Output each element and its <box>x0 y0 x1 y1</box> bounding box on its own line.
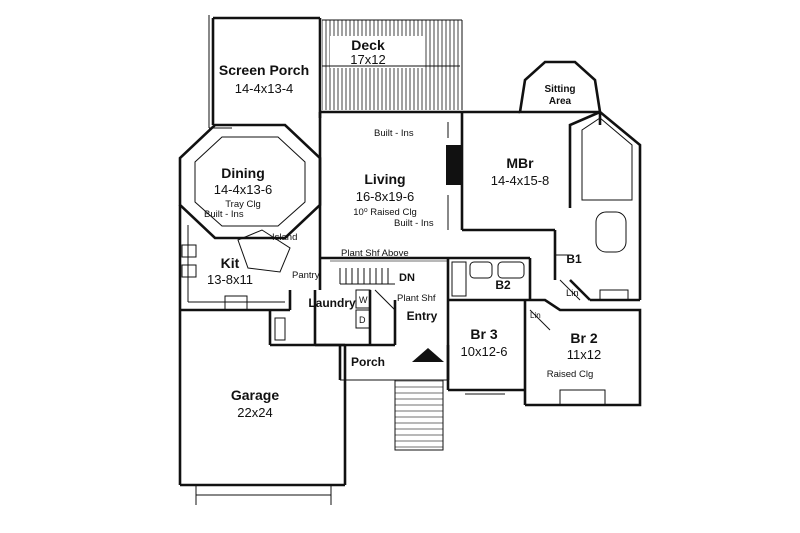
mbr-dims: 14-4x15-8 <box>491 173 550 188</box>
island-note: Island <box>272 232 297 243</box>
living-name: Living <box>364 171 405 187</box>
linen-closet-note-2: Lin <box>530 311 541 320</box>
br2-name: Br 2 <box>570 330 597 346</box>
laundry-area <box>313 289 396 347</box>
plant-shelf-note: Plant Shf <box>397 293 436 304</box>
built-ins-top-note: Built - Ins <box>374 128 414 139</box>
kitchen-dims: 13-8x11 <box>207 272 253 287</box>
sitting-area-line2: Area <box>549 96 572 107</box>
br3-dims: 10x12-6 <box>461 344 508 359</box>
stair-area <box>320 256 448 285</box>
dining-area <box>178 123 322 240</box>
b1-name: B1 <box>566 252 582 266</box>
washer-label: W <box>359 295 368 305</box>
br2-dims: 11x12 <box>567 347 601 362</box>
living-area <box>318 110 464 258</box>
sitting-area-line1: Sitting <box>544 84 575 95</box>
dryer-label: D <box>359 315 366 325</box>
bedroom-2-area <box>523 298 642 407</box>
entry-porch-area <box>338 300 450 451</box>
plant-shelf-above-note: Plant Shf Above <box>341 248 409 259</box>
master-bedroom-area <box>462 60 642 300</box>
b2-name: B2 <box>495 278 511 292</box>
pantry-note: Pantry <box>292 270 320 281</box>
deck-dims: 17x12 <box>350 52 385 67</box>
dining-ceiling-note: Tray Clg <box>225 199 261 210</box>
mbr-name: MBr <box>506 155 534 171</box>
built-ins-mid-note: Built - Ins <box>394 218 434 229</box>
bath-b1-area <box>555 211 640 302</box>
deck-area <box>322 19 463 110</box>
built-ins-kitchen-note: Built - Ins <box>204 209 244 220</box>
living-dims: 16-8x19-6 <box>356 189 415 204</box>
br2-ceiling-note: Raised Clg <box>547 369 593 380</box>
porch-name: Porch <box>351 355 385 369</box>
dining-dims: 14-4x13-6 <box>214 182 273 197</box>
linen-closet-note: Lin <box>566 288 579 299</box>
garage-name: Garage <box>231 387 279 403</box>
entry-name: Entry <box>407 309 438 323</box>
living-ceiling-note: 10⁰ Raised Clg <box>353 207 416 218</box>
screen-porch-area <box>208 15 322 129</box>
br3-name: Br 3 <box>470 326 497 342</box>
dining-name: Dining <box>221 165 265 181</box>
kitchen-area <box>178 205 322 312</box>
bath-b2-area <box>446 256 532 302</box>
screen-porch-name: Screen Porch <box>219 62 309 78</box>
laundry-name: Laundry <box>308 296 356 310</box>
garage-area <box>178 310 347 505</box>
screen-porch-dims: 14-4x13-4 <box>235 81 294 96</box>
kitchen-name: Kit <box>221 255 240 271</box>
stair-down-note: DN <box>399 272 415 284</box>
deck-name: Deck <box>351 37 385 53</box>
garage-dims: 22x24 <box>237 405 272 420</box>
